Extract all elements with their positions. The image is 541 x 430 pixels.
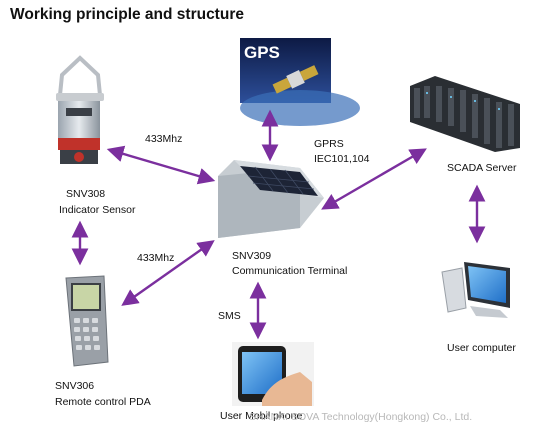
link-iec-label: IEC101,104: [314, 153, 370, 165]
gps-logo-text: GPS: [244, 43, 280, 62]
user-computer-label: User computer: [447, 342, 516, 354]
sensor-model-label: SNV308: [66, 188, 106, 200]
phone-label: User Mobil phone: [220, 410, 303, 422]
scada-server-label: SCADA Server: [447, 162, 517, 174]
pda-name-label: Remote control PDA: [55, 396, 151, 408]
user-computer-image: [441, 262, 510, 318]
arrows-group: [71, 109, 486, 340]
terminal-model-label: SNV309: [232, 250, 272, 262]
link-pda-terminal-label: 433Mhz: [137, 252, 175, 264]
company-watermark: SHANXI SOVA Technology(Hongkong) Co., Lt…: [249, 411, 473, 423]
sensor-name-label: Indicator Sensor: [59, 204, 136, 216]
terminal-name-label: Communication Terminal: [232, 265, 348, 277]
scada-server-image: [410, 76, 520, 152]
link-sms-label: SMS: [218, 310, 241, 322]
gps-satellite-image: GPS: [240, 38, 360, 126]
link-sensor-terminal-label: 433Mhz: [145, 133, 183, 145]
link-gprs-label: GPRS: [314, 138, 344, 150]
communication-terminal-image: [218, 160, 324, 238]
remote-control-pda-image: [65, 275, 109, 367]
arrow-pda-terminal: [121, 240, 215, 306]
mobile-phone-image: [232, 342, 314, 406]
arrow-sensor-terminal: [106, 145, 216, 185]
pda-model-label: SNV306: [55, 380, 95, 392]
page-title: Working principle and structure: [10, 6, 244, 23]
indicator-sensor-image: [56, 55, 104, 164]
arrow-terminal-scada: [321, 148, 427, 210]
